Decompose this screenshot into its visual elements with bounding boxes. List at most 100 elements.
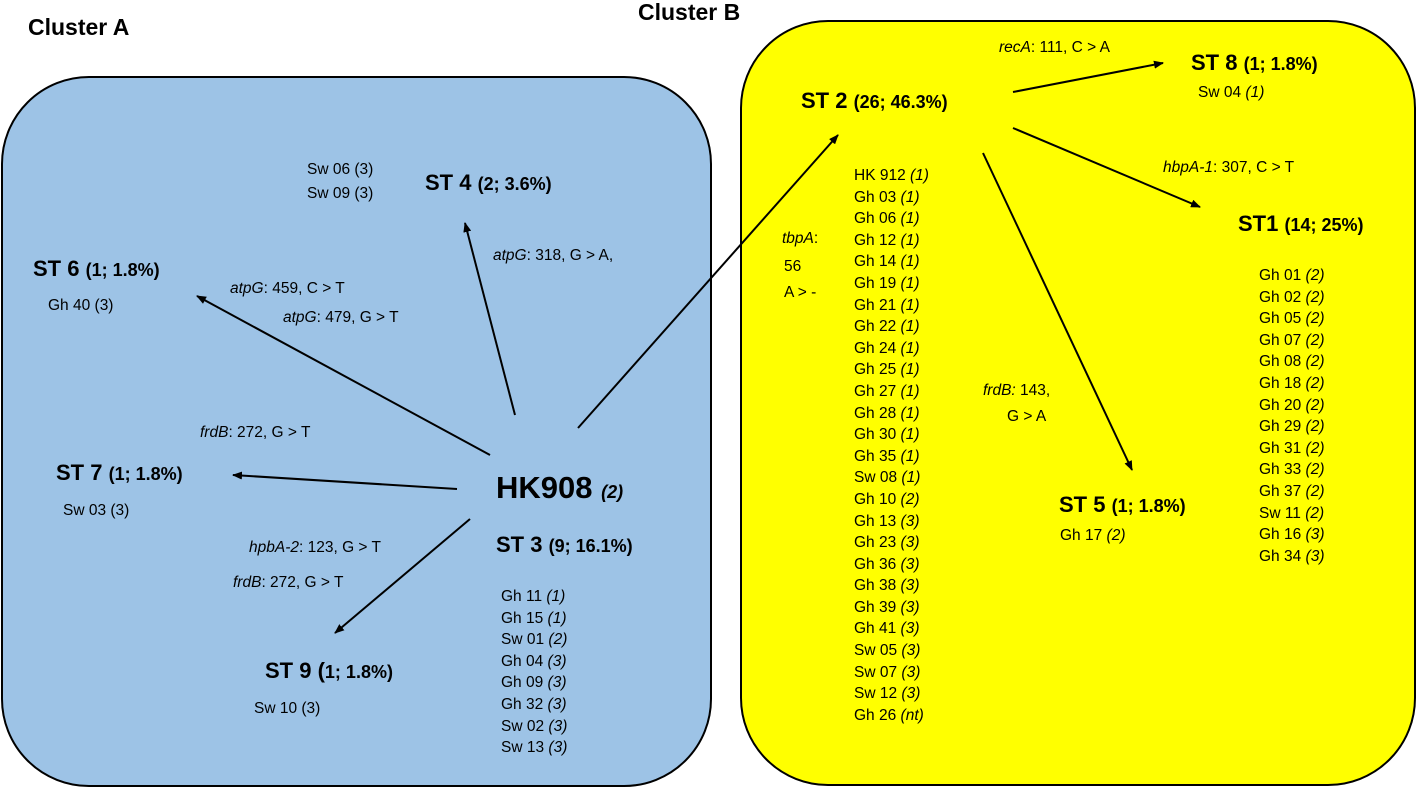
isolate-name: Sw 13 [501,739,545,757]
isolate-count: (2) [1305,353,1325,371]
isolate-item: Gh 08 (2) [1259,351,1325,373]
isolate-count: (3) [1305,526,1325,544]
st2-mutation-position: 56 [784,258,802,275]
isolate-count: (2) [1305,482,1325,500]
st6-isolate: Gh 40 (3) [48,297,114,314]
isolate-name: Gh 27 [854,382,897,400]
st8-mutation: recA: 111, C > A [999,40,1110,56]
st9-mutation: frdB: 272, G > T [233,575,343,591]
isolate-count: (nt) [900,706,924,724]
isolate-name: Gh 12 [854,231,897,249]
isolate-count: (3) [547,674,567,692]
isolate-name: Gh 26 [854,706,897,724]
isolate-count: (3) [900,534,920,552]
mutation-detail: : 479, G > T [316,309,399,326]
isolate-item: Sw 07 (3) [854,662,929,684]
isolate-count: (1) [900,231,920,249]
isolate-name: Gh 22 [854,318,897,336]
gene-name: atpG [283,309,317,326]
isolate-item: Sw 13 (3) [501,737,567,759]
isolate-item: Gh 11 (1) [501,586,567,608]
isolate-item: Gh 07 (2) [1259,330,1325,352]
isolate-item: Sw 02 (3) [501,716,567,738]
st3-name: ST 3 [496,532,543,557]
gene-name: frdB: [983,382,1016,399]
isolate-count: (3) [900,598,920,616]
isolate-count: (1) [900,404,920,422]
gene-name: frdB [233,574,262,591]
isolate-count: (3) [548,739,568,757]
isolate-name: Gh 33 [1259,461,1302,479]
mutation-detail: : 272, G > T [228,424,311,441]
isolate-item: Gh 29 (2) [1259,416,1325,438]
isolate-item: Gh 03 (1) [854,187,929,209]
gene-name: frdB [200,424,229,441]
isolate-item: Gh 39 (3) [854,597,929,619]
isolate-item: Sw 05 (3) [854,640,929,662]
isolate-count: (3) [1305,547,1325,565]
isolate-name: Gh 16 [1259,526,1302,544]
isolate-name: Gh 10 [854,490,897,508]
isolate-item: Gh 33 (2) [1259,459,1325,481]
st8-label: ST 8 (1; 1.8%) [1191,52,1318,74]
st4-isolate: Sw 09 (3) [307,185,374,202]
isolate-item: Gh 04 (3) [501,651,567,673]
cluster-b-title: Cluster B [638,0,741,25]
isolate-name: Gh 08 [1259,353,1302,371]
isolate-count: (1) [900,318,920,336]
isolate-name: Gh 05 [1259,310,1302,328]
st8-count: (1; 1.8%) [1243,54,1318,74]
isolate-count: (2) [1305,267,1325,284]
isolate-name: Gh 30 [854,426,897,444]
st5-label: ST 5 (1; 1.8%) [1059,494,1186,516]
st4-name: ST 4 [425,170,472,195]
isolate-name: Gh 38 [854,577,897,595]
isolate-name: Gh 41 [854,620,897,638]
st5-mutation-change: G > A [1007,408,1047,425]
gene-name: hbpA-1 [1163,159,1213,176]
isolate-name: Sw 02 [501,717,545,735]
gene-name: hpbA-2 [249,539,299,556]
isolate-name: Gh 29 [1259,418,1302,436]
isolate-name: Gh 15 [501,609,544,627]
st4-mutation: atpG: 318, G > A, [493,248,613,264]
isolate-count: (3) [547,695,567,713]
isolate-name: Gh 20 [1259,396,1302,414]
isolate-item: Gh 10 (2) [854,489,929,511]
mutation-detail: : 318, G > A, [526,247,614,264]
isolate-count: (1) [900,361,920,379]
isolate-item: Gh 24 (1) [854,338,929,360]
isolate-name: Gh 07 [1259,331,1302,349]
mutation-detail: : 307, C > T [1212,159,1295,176]
isolate-item: Gh 06 (1) [854,208,929,230]
isolate-name: Gh 01 [1259,267,1302,284]
gene-name: atpG [230,280,264,297]
isolate-count: (2) [1305,418,1325,436]
isolate-item: HK 912 (1) [854,165,929,187]
isolate-name: Gh 18 [1259,374,1302,392]
st3-label: ST 3 (9; 16.1%) [496,534,633,556]
isolate-count: (1) [900,274,920,292]
isolate-name: HK 912 [854,167,906,184]
isolate-count: (3) [900,512,920,530]
isolate-count: (1) [910,167,929,184]
cluster-a-title: Cluster A [28,14,130,40]
st5-mutation: frdB: 143, [983,383,1050,399]
arrow-hk908-to-st9 [334,518,471,634]
st2-isolate-list: HK 912 (1)Gh 03 (1)Gh 06 (1)Gh 12 (1)Gh … [854,165,929,726]
isolate-name: Gh 19 [854,274,897,292]
st5-count: (1; 1.8%) [1111,496,1186,516]
st2-count: (26; 46.3%) [853,92,948,112]
isolate-count: (2) [1305,461,1325,479]
st5-isolate: Gh 17 (2) [1060,528,1126,544]
isolate-item: Gh 23 (3) [854,532,929,554]
isolate-count: (2) [900,490,920,508]
isolate-count: (2) [1305,396,1325,414]
hk908-count: (2) [601,482,624,502]
st2-name: ST 2 [801,88,848,113]
isolate-item: Gh 41 (3) [854,618,929,640]
isolate-item: Gh 32 (3) [501,694,567,716]
isolate-name: Gh 03 [854,188,897,206]
